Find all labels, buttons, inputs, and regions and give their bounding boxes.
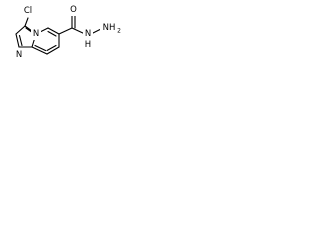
structure-diagram: Cl N N O N H NH 2 bbox=[14, 5, 123, 61]
bond-carbonyl-nh bbox=[71, 27, 86, 35]
ring-nitrogen-label: N bbox=[16, 50, 22, 60]
bond-c3-c2 bbox=[15, 25, 26, 35]
carbonyl-oxygen-label: O bbox=[70, 5, 77, 15]
bond-c8-c8a-double bbox=[34, 44, 47, 52]
bridgehead-nitrogen-label: N bbox=[33, 29, 39, 39]
ring-nitrogen-label-bg bbox=[14, 49, 24, 61]
hydrazide-h-label: H bbox=[85, 40, 91, 50]
bond-c7-c8 bbox=[46, 46, 60, 55]
hydrazide-nh-label-bg bbox=[83, 29, 93, 40]
bond-c8-c8a bbox=[31, 46, 48, 55]
bond-c7-c8-double bbox=[46, 44, 57, 52]
hydrazide-nh-label: N bbox=[85, 29, 91, 39]
terminal-nh2-label: NH bbox=[103, 23, 116, 33]
bond-c5-c6-double bbox=[47, 30, 57, 37]
chlorine-label-bg bbox=[20, 5, 36, 17]
terminal-nh2-label-bg bbox=[100, 22, 123, 34]
bond-c6-carbonyl bbox=[58, 27, 73, 35]
bond-c5-c6 bbox=[47, 27, 60, 35]
atom-label-layer: Cl N N O N H NH 2 bbox=[14, 5, 123, 61]
carbonyl-oxygen-label-bg bbox=[68, 5, 79, 16]
chlorine-label: Cl bbox=[24, 6, 32, 16]
bond-c2-n1 bbox=[15, 33, 20, 48]
bond-c3-cl bbox=[24, 17, 29, 27]
bond-c2-n1-double bbox=[18, 34, 23, 47]
bridgehead-nitrogen-label-bg bbox=[31, 28, 41, 40]
terminal-nh2-subscript: 2 bbox=[117, 28, 121, 35]
